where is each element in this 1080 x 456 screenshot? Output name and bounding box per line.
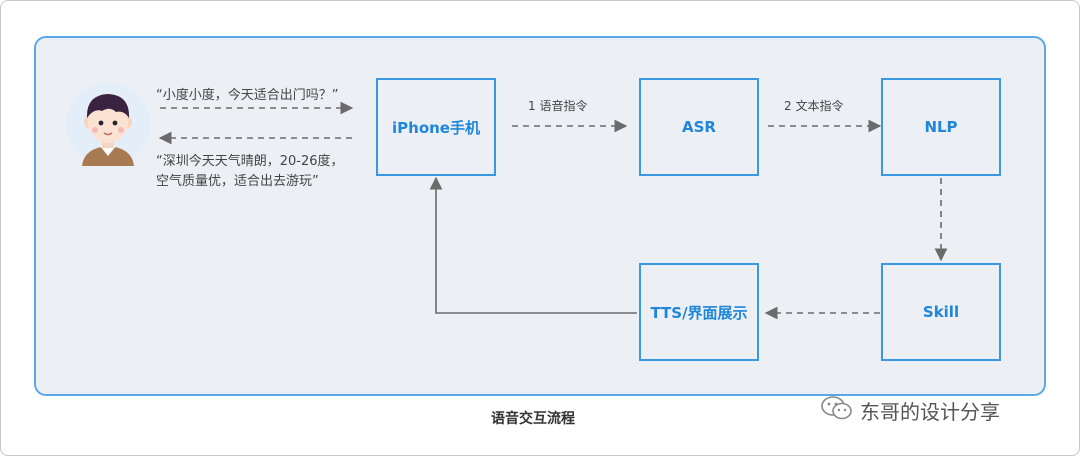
node-tts: TTS/界面展示 <box>639 263 759 361</box>
node-skill: Skill <box>881 263 1001 361</box>
diagram-caption: 语音交互流程 <box>491 411 575 427</box>
diagram-panel <box>34 36 1046 396</box>
edge-label-voice-command: 1 语音指令 <box>528 99 588 113</box>
arrow-tts-iphone <box>429 176 637 314</box>
node-iphone: iPhone手机 <box>376 78 496 176</box>
user-avatar-icon <box>66 82 150 166</box>
reply-text-line2: 空气质量优，适合出去游玩” <box>156 174 319 189</box>
reply-text-line1: “深圳今天天气晴朗，20-26度， <box>156 154 344 169</box>
user-query-text: “小度小度，今天适合出门吗？” <box>156 88 339 103</box>
node-nlp: NLP <box>881 78 1001 176</box>
wechat-icon <box>820 394 854 426</box>
node-asr: ASR <box>639 78 759 176</box>
watermark-text: 东哥的设计分享 <box>860 399 1000 424</box>
watermark: 东哥的设计分享 <box>820 394 1000 426</box>
edge-label-text-command: 2 文本指令 <box>784 99 844 113</box>
